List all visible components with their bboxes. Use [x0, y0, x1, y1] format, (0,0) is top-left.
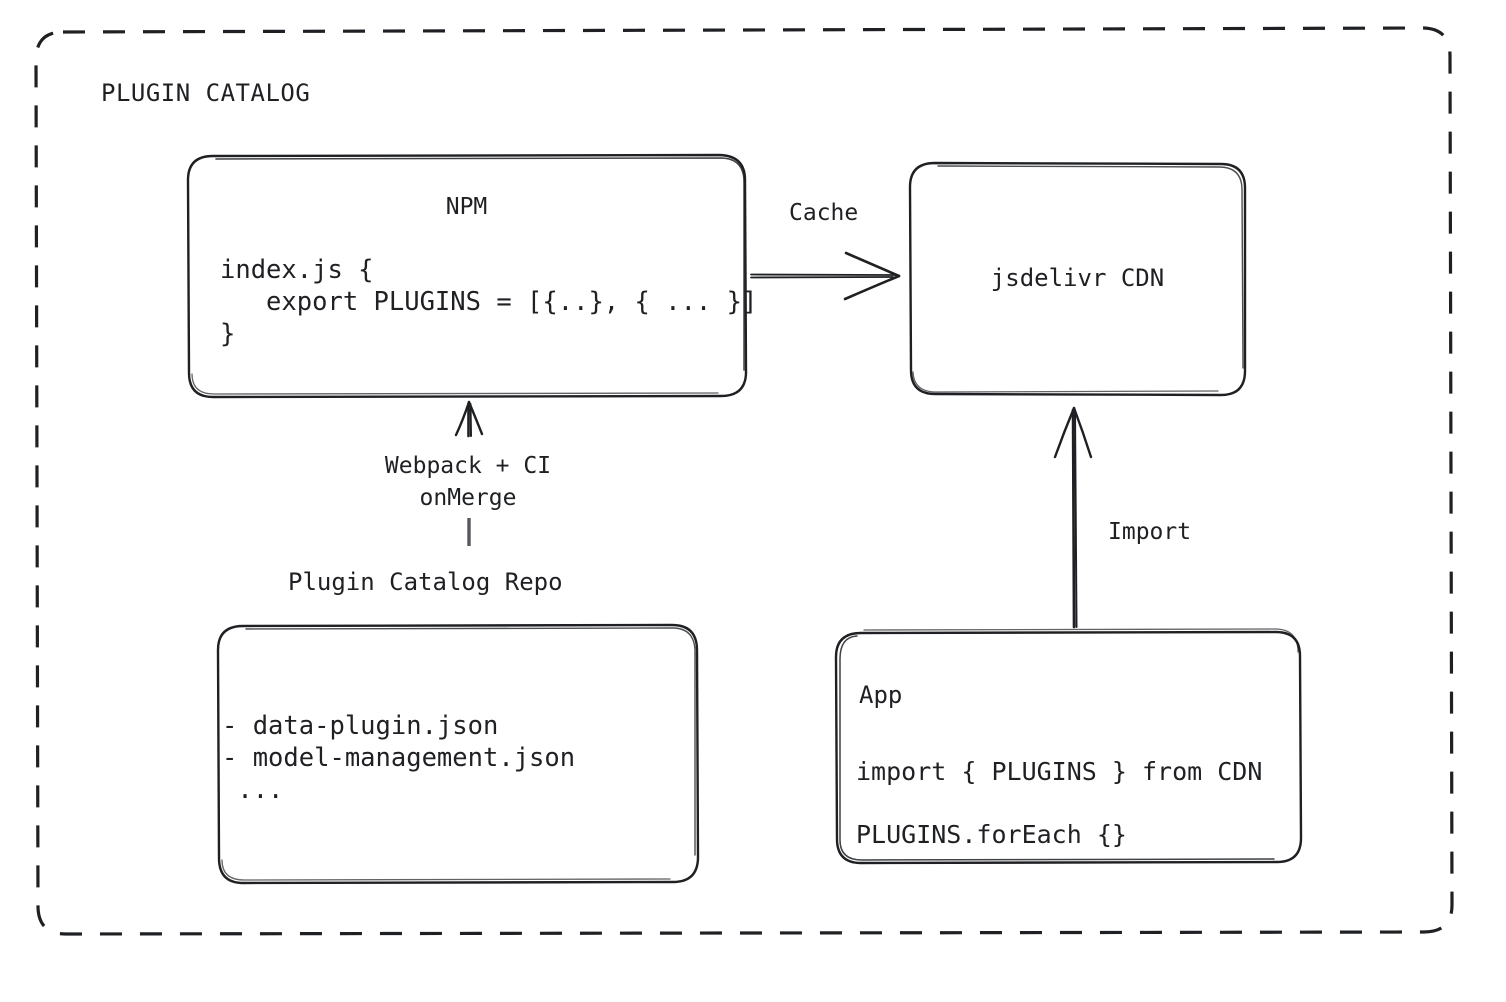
repo-node-file-list: - data-plugin.json - model-management.js…	[222, 710, 575, 806]
repo-file-1: - data-plugin.json	[222, 711, 499, 741]
cache-edge-label: Cache	[789, 200, 859, 226]
cache-edge	[750, 251, 901, 301]
npm-code-line-1: index.js {	[220, 255, 374, 285]
app-code-line-2: PLUGINS.forEach {}	[856, 820, 1127, 849]
npm-node-title: NPM	[445, 194, 488, 220]
build-edge-label-line-1: Webpack + CI	[384, 453, 552, 479]
npm-node-code: index.js { export PLUGINS = [{..}, { ...…	[220, 254, 757, 350]
import-edge	[1053, 406, 1093, 629]
repo-file-3: ...	[222, 775, 284, 805]
repo-file-2: - model-management.json	[222, 743, 576, 773]
npm-code-line-3: }	[220, 319, 236, 349]
build-edge-label: Webpack + CI onMerge	[345, 450, 591, 514]
npm-code-line-2: export PLUGINS = [{..}, { ... }]	[220, 287, 758, 317]
repo-node-title: Plugin Catalog Repo	[288, 568, 563, 596]
import-edge-label: Import	[1108, 519, 1192, 545]
app-node-code: import { PLUGINS } from CDN PLUGINS.forE…	[856, 740, 1262, 866]
build-edge-label-line-2: onMerge	[419, 485, 517, 511]
app-node-title: App	[859, 681, 903, 709]
cdn-node-title: jsdelivr CDN	[990, 264, 1165, 292]
group-title: PLUGIN CATALOG	[101, 79, 311, 107]
app-code-line-1: import { PLUGINS } from CDN	[856, 757, 1263, 786]
